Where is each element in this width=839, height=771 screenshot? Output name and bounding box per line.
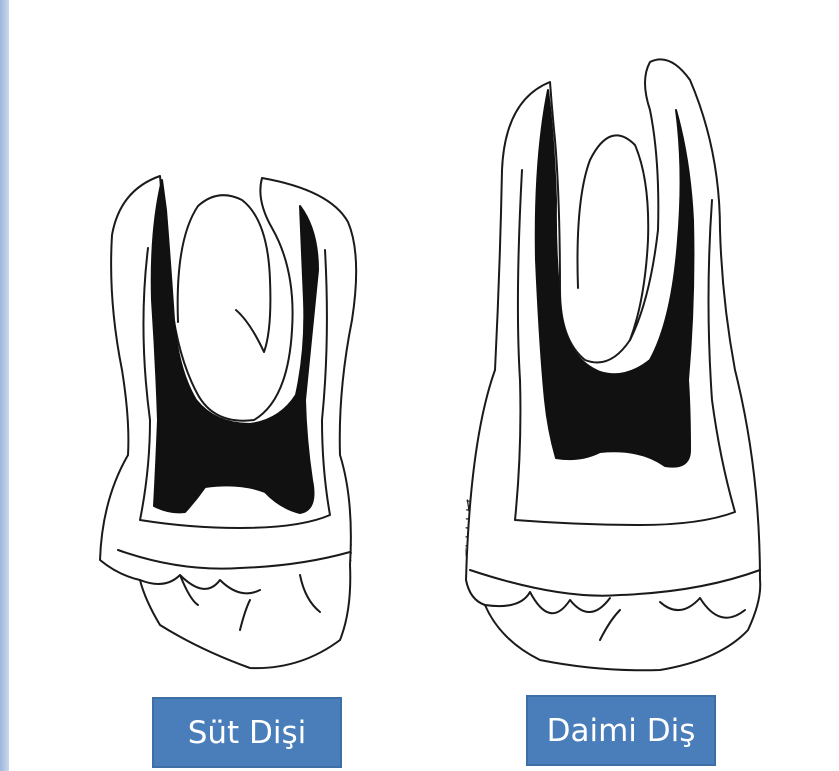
- permanent-interradicular-outline: [578, 135, 649, 340]
- primary-tooth-label: Süt Dişi: [152, 697, 342, 768]
- permanent-tooth-drawing: [458, 59, 770, 670]
- primary-interradicular-outline: [178, 195, 271, 352]
- permanent-tooth-label-text: Daimi Diş: [547, 713, 696, 749]
- permanent-tooth-label: Daimi Diş: [526, 695, 716, 766]
- primary-tooth-drawing: [94, 176, 360, 668]
- permanent-outer-outline: [466, 59, 760, 670]
- primary-tooth-label-text: Süt Dişi: [188, 715, 307, 751]
